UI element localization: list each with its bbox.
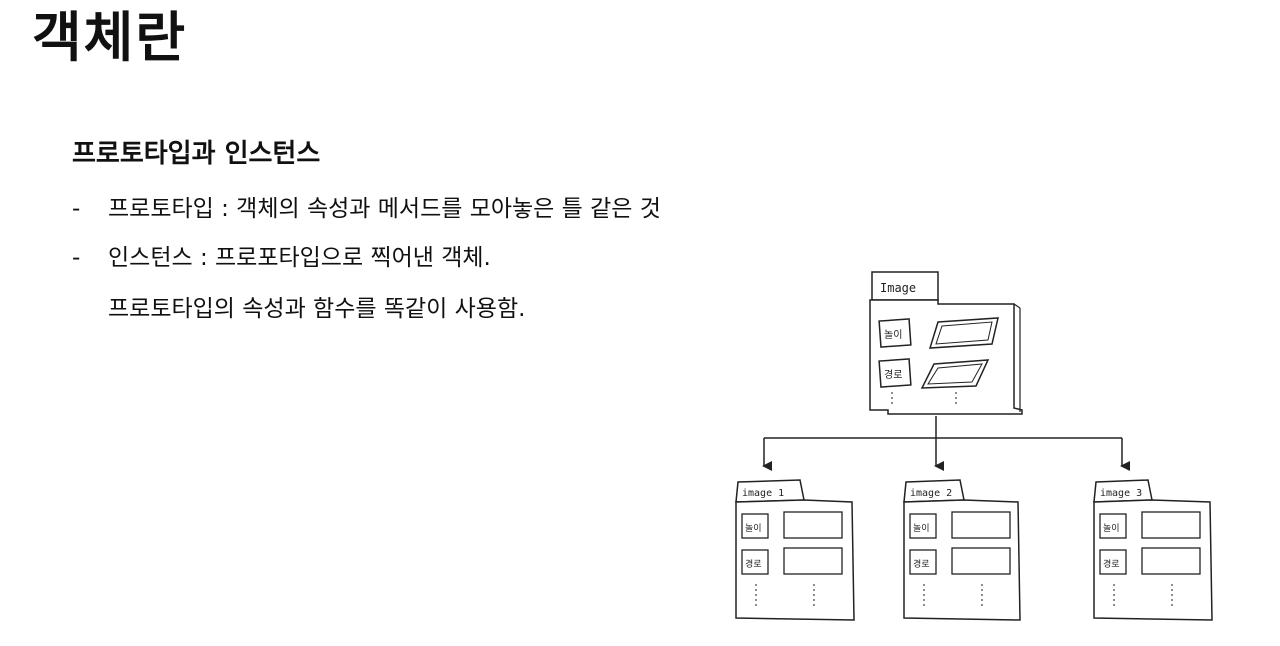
value-box	[1141, 547, 1201, 575]
frame-icon	[920, 359, 990, 389]
row-label: 놀이	[745, 523, 762, 534]
bullet-text: 프로토타입 : 객체의 속성과 메서드를 모아놓은 틀 같은 것	[108, 196, 661, 222]
bullet-continuation: 프로토타입의 속성과 함수를 똑같이 사용함.	[108, 296, 526, 322]
value-box	[951, 547, 1011, 575]
frame-icon	[928, 317, 999, 349]
value-box	[1141, 511, 1201, 539]
page-title: 객체란	[32, 6, 188, 69]
row-label-box	[878, 318, 912, 348]
instance-folder-3: image 3 놀이 경로	[1093, 479, 1213, 621]
row-label: 경로	[1103, 558, 1120, 570]
row-label: 경로	[884, 368, 902, 381]
value-box	[783, 511, 843, 539]
row-label-box	[878, 358, 912, 388]
prototype-instance-diagram: Image 놀이 경로	[720, 264, 1240, 634]
row-label: 놀이	[884, 329, 902, 341]
inheritance-arrows	[762, 416, 1130, 471]
row-label-box	[1099, 513, 1127, 539]
bullet-text: 인스턴스 : 프로포타입으로 찍어낸 객체.	[108, 245, 491, 271]
row-label: 경로	[913, 558, 930, 570]
row-label-box	[909, 513, 937, 539]
section-heading: 프로토타입과 인스턴스	[72, 139, 321, 169]
prototype-folder: Image 놀이 경로	[869, 271, 1023, 415]
folder-tab-label: image 3	[1100, 488, 1142, 499]
row-label: 경로	[745, 558, 762, 570]
instance-folder-1: image 1 놀이 경로	[735, 479, 855, 621]
row-label-box	[741, 549, 769, 575]
value-box	[783, 547, 843, 575]
bullet-item-instance: - 인스턴스 : 프로포타입으로 찍어낸 객체.	[72, 241, 491, 275]
folder-tab-label: image 1	[742, 488, 784, 499]
row-label: 놀이	[913, 523, 930, 534]
row-label: 놀이	[1103, 523, 1120, 534]
folder-tab-label: Image	[880, 281, 916, 295]
bullet-dash: -	[72, 196, 81, 222]
row-label-box	[1099, 549, 1127, 575]
bullet-item-prototype: - 프로토타입 : 객체의 속성과 메서드를 모아놓은 틀 같은 것	[72, 192, 661, 226]
instance-folder-2: image 2 놀이 경로	[903, 479, 1021, 621]
value-box	[951, 511, 1011, 539]
bullet-dash: -	[72, 245, 81, 271]
row-label-box	[909, 549, 937, 575]
folder-body	[869, 299, 1023, 415]
folder-tab-label: image 2	[910, 488, 952, 499]
row-label-box	[741, 513, 769, 539]
diagram-svg: Image 놀이 경로	[735, 271, 1213, 621]
